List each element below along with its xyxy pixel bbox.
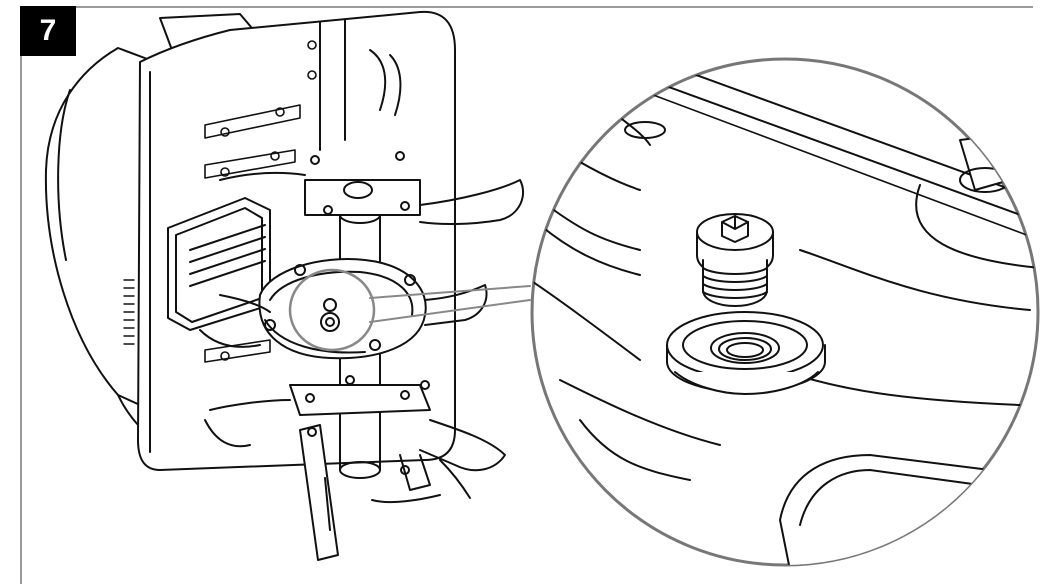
oil-port-icon <box>666 311 826 395</box>
drain-plug-icon <box>696 213 774 307</box>
callout-marker-circle <box>288 268 376 352</box>
figure-frame <box>20 6 1033 584</box>
leader-line-bottom <box>369 299 531 323</box>
magnifier-callout-icon <box>530 57 1040 567</box>
step-number-badge: 7 <box>20 6 76 56</box>
leader-line-top <box>369 285 531 299</box>
machine-illustration-icon <box>44 10 525 561</box>
